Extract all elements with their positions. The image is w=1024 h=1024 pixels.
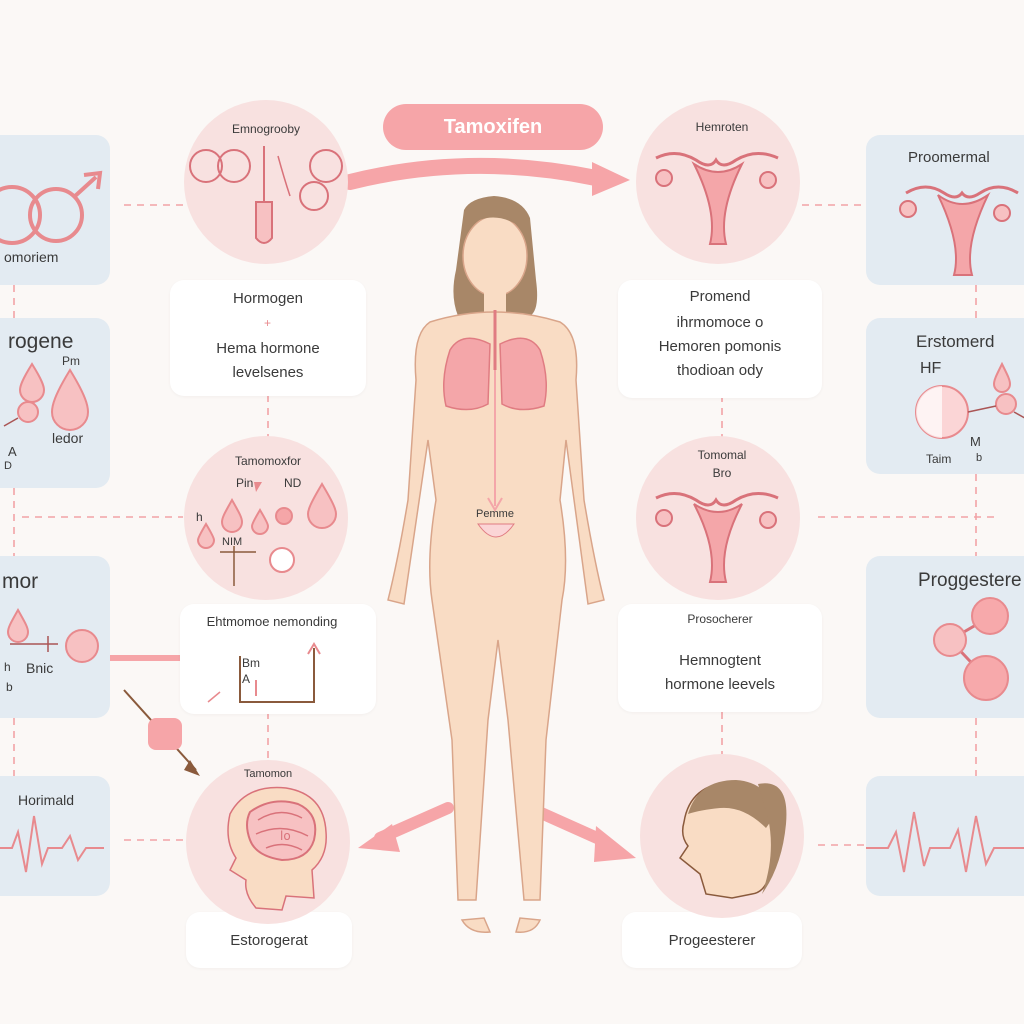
card-small-label: Taim	[926, 452, 952, 466]
drop-icon	[196, 482, 338, 586]
label-line: Hemoren pomonis	[658, 338, 782, 355]
tamoxifen-title-pill: Tamoxifen	[383, 104, 603, 150]
label-line: Ehtmomoe nemonding	[206, 614, 338, 629]
right-card-1: Proomermal	[866, 135, 1024, 285]
left-card-1: omoriem	[0, 135, 110, 285]
label-line: hormone leevels	[664, 676, 776, 693]
arrow-head	[487, 497, 503, 512]
pelvis-icon	[477, 523, 515, 538]
arrow-head	[358, 824, 400, 852]
card-small-label: h	[4, 660, 11, 674]
label-card-right-mid: Prosocherer Hemnogtent hormone leevels	[618, 604, 822, 712]
circle-small: NIM	[222, 536, 243, 548]
circle-small: ND	[284, 476, 302, 490]
label-line: Promend	[689, 288, 751, 305]
circle-title: Tamomon	[243, 768, 293, 780]
card-small-label: A	[8, 444, 17, 459]
figure-neck	[484, 292, 506, 314]
card-small-label: D	[4, 460, 12, 472]
bracket-icon	[207, 642, 321, 703]
heartbeat-icon	[0, 815, 104, 873]
circle-title: Emnogrooby	[231, 122, 301, 136]
drop-icon	[3, 362, 90, 431]
circle-top-left: Emnogrooby	[184, 100, 348, 264]
left-card-4: Horimald	[0, 776, 110, 896]
card-title: Horimald	[18, 792, 75, 808]
left-card-3: mor Bnic h b	[0, 556, 110, 718]
card-title: Proomermal	[908, 149, 990, 166]
circle-title: Tomomal	[697, 448, 747, 462]
svg-text:lo: lo	[280, 829, 291, 843]
label-line: ihrmomoce o	[676, 314, 764, 331]
label-line: Hemnogtent	[679, 652, 761, 669]
label-small: Bm	[242, 656, 260, 670]
card-title: Erstomerd	[916, 332, 995, 351]
dashed-connectors	[13, 204, 1000, 846]
label-line: Estorogerat	[230, 932, 308, 949]
circle-top-right: Hemroten	[636, 100, 800, 264]
card-small-label: Pm	[62, 354, 80, 368]
circle-title: Hemroten	[695, 120, 749, 134]
brain-icon: lo	[227, 786, 327, 911]
left-card-2: rogene Pm ledor A D	[0, 318, 110, 488]
right-card-3: Proggestere	[866, 556, 1024, 718]
male-gender-icon	[0, 170, 103, 245]
label-line: Hormogen	[232, 290, 304, 307]
uterus-icon	[899, 185, 1019, 276]
pink-box	[148, 718, 182, 750]
circle-mid-left: Tamomoxfor Pin ND h NIM	[184, 436, 348, 600]
card-small-label: HF	[920, 360, 942, 377]
figure-body	[387, 196, 605, 933]
pelvis-label: Pemme	[476, 508, 514, 520]
label-card-left-top: Hormogen + Hema hormone levelsenes	[170, 280, 366, 396]
figure-head	[462, 215, 528, 297]
circle-bottom-left: Tamomon lo	[186, 760, 350, 924]
label-line: Prosocherer	[687, 612, 753, 626]
arrow-head	[184, 760, 200, 776]
curved-arrow	[342, 157, 604, 190]
arrow-head	[594, 826, 636, 862]
card-label: omoriem	[4, 249, 59, 265]
label-small: A	[242, 672, 251, 686]
circle-subtitle: Bro	[712, 466, 732, 480]
circle-small: Pin	[236, 476, 254, 490]
uterus-icon	[655, 152, 779, 245]
label-card-left-mid: Ehtmomoe nemonding Bm A	[180, 604, 376, 714]
lungs-icon	[443, 310, 547, 411]
card-small-label: b	[6, 680, 13, 694]
plus-icon: +	[264, 316, 272, 330]
label-card-right-top: Promend ihrmomoce o Hemoren pomonis thod…	[618, 280, 822, 398]
label-line: levelsenes	[232, 364, 304, 381]
arrow-head	[592, 162, 630, 196]
label-line: thodioan ody	[677, 362, 763, 379]
label-line: Hema hormone	[216, 340, 320, 357]
circle-bottom-right	[640, 754, 804, 918]
card-small-label: Bnic	[26, 660, 54, 676]
molecule-icon	[915, 361, 1024, 439]
label-card-right-bottom: Progeesterer	[622, 912, 802, 968]
label-line: Progeesterer	[668, 932, 756, 949]
card-title: mor	[2, 570, 39, 593]
card-small-label: ledor	[52, 430, 84, 446]
right-card-4	[866, 776, 1024, 896]
card-small-label: M	[970, 434, 981, 449]
molecule-icon	[933, 597, 1009, 701]
uterus-icon	[655, 492, 779, 583]
circle-small: h	[196, 510, 203, 524]
head-profile-icon	[678, 780, 787, 899]
circle-mid-right: Tomomal Bro	[636, 436, 800, 600]
card-title: Proggestere	[918, 570, 1022, 591]
right-card-2: Erstomerd HF M Taim b	[866, 318, 1024, 474]
card-title: rogene	[8, 330, 74, 353]
cells-icon	[189, 146, 343, 244]
circle-title: Tamomoxfor	[234, 454, 302, 468]
heartbeat-icon	[866, 811, 1024, 873]
card-small-label: b	[976, 452, 983, 464]
molecule-icon	[6, 607, 99, 663]
